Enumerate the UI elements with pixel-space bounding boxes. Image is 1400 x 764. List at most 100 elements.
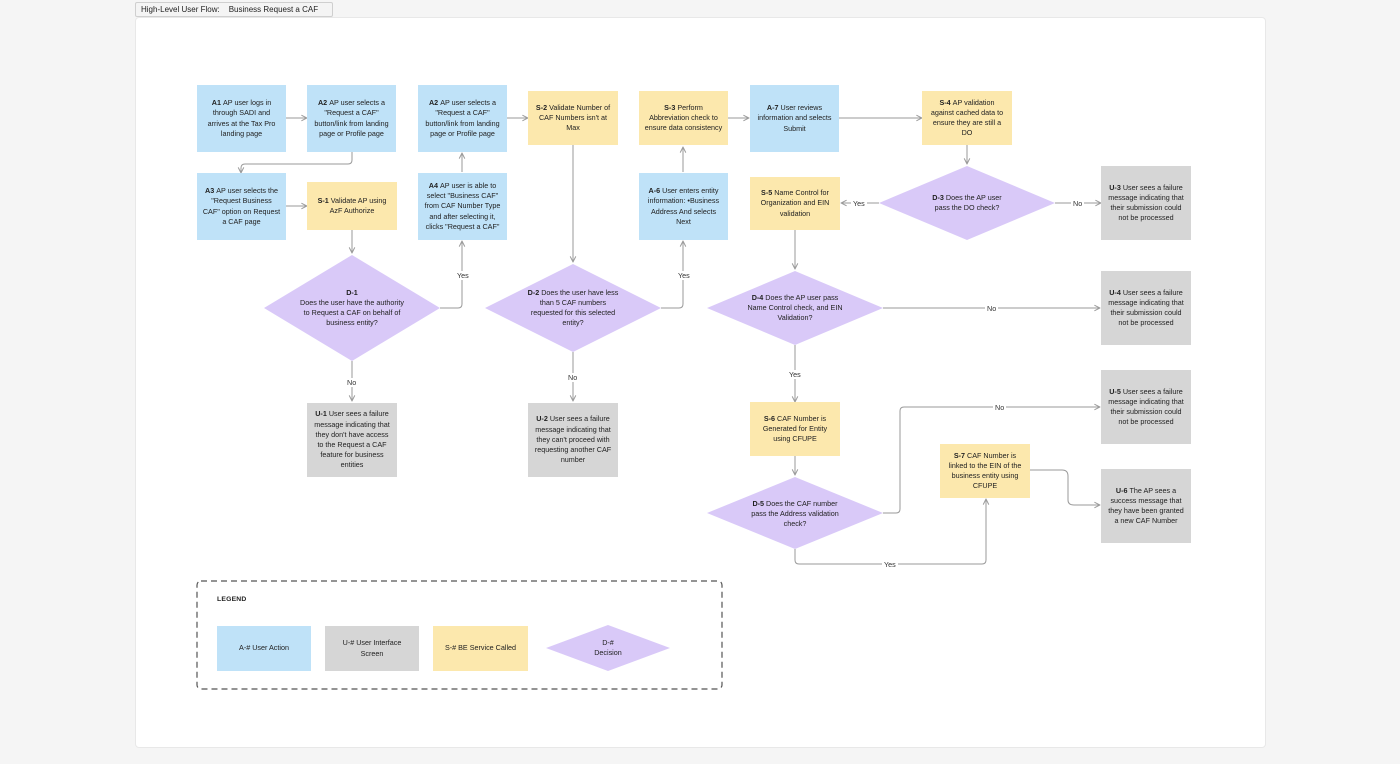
node-u5-text: User sees a failure message indicating t… bbox=[1108, 386, 1184, 427]
node-a7-id: A-7 bbox=[766, 103, 779, 113]
edge-label-d3-no: No bbox=[1071, 199, 1085, 208]
node-a3-id: A3 bbox=[205, 186, 215, 196]
node-s4-id: S-4 bbox=[939, 97, 951, 107]
decision-d1-text: Does the user have the authority to Requ… bbox=[300, 297, 404, 328]
edge-label-d2-no: No bbox=[566, 373, 580, 382]
node-s2-text: Validate Number of CAF Numbers isn't at … bbox=[538, 102, 611, 133]
decision-d5-shape bbox=[707, 477, 883, 549]
decision-d1-id: D-1 bbox=[346, 287, 358, 297]
decision-d4-id: D-4 bbox=[751, 292, 764, 302]
node-u1-id: U-1 bbox=[315, 409, 327, 419]
decision-d4[interactable]: D-4 Does the AP user pass Name Control c… bbox=[746, 290, 844, 326]
decision-d2-text: Does the user have less than 5 CAF numbe… bbox=[530, 287, 619, 328]
edge-label-d5-no: No bbox=[993, 403, 1007, 412]
node-s4-text: AP validation against cached data to ens… bbox=[930, 97, 1004, 138]
decision-d4-text: Does the AP user pass Name Control check… bbox=[747, 292, 843, 323]
node-u6-text: The AP sees a success message that they … bbox=[1108, 485, 1184, 526]
decision-d3-id: D-3 bbox=[932, 192, 944, 202]
node-s1-id: S-1 bbox=[317, 195, 329, 205]
node-u3-text: User sees a failure message indicating t… bbox=[1108, 182, 1184, 223]
node-s1-text: Validate AP using AzF Authorize bbox=[329, 195, 387, 215]
flow-title-label: High-Level User Flow: bbox=[141, 5, 220, 14]
node-s5-id: S-5 bbox=[761, 188, 773, 198]
node-a2-first-text: AP user selects a "Request a CAF" button… bbox=[314, 98, 389, 138]
node-a6-id: A-6 bbox=[648, 186, 661, 196]
legend-be-service: S-# BE Service Called bbox=[433, 626, 528, 671]
legend-decision-shape bbox=[546, 625, 670, 671]
node-a2-second-text: AP user selects a "Request a CAF" button… bbox=[425, 98, 500, 138]
decision-d5[interactable]: D-5 Does the CAF number pass the Address… bbox=[748, 496, 842, 532]
edge-label-d2-yes: Yes bbox=[676, 271, 692, 280]
decision-d5-id: D-5 bbox=[752, 498, 765, 508]
node-u3-id: U-3 bbox=[1109, 182, 1121, 192]
node-u2-id: U-2 bbox=[536, 414, 548, 424]
edge-label-d1-yes: Yes bbox=[455, 271, 471, 280]
node-s6-text: CAF Number is Generated for Entity using… bbox=[762, 413, 828, 444]
edge-label-d5-yes: Yes bbox=[882, 560, 898, 569]
node-a3-text: AP user selects the "Request Business CA… bbox=[202, 186, 281, 226]
decision-d3[interactable]: D-3 Does the AP user pass the DO check? bbox=[925, 188, 1009, 218]
node-s2-id: S-2 bbox=[535, 102, 548, 112]
node-a4-id: A4 bbox=[428, 180, 438, 190]
node-u1-text: User sees a failure message indicating t… bbox=[314, 409, 390, 470]
edge-label-d4-yes: Yes bbox=[787, 370, 803, 379]
legend-decision: D-# Decision bbox=[582, 636, 634, 660]
node-a1-text: AP user logs in through SADI and arrives… bbox=[207, 98, 276, 138]
flow-title: Business Request a CAF bbox=[228, 5, 319, 14]
node-u4-text: User sees a failure message indicating t… bbox=[1108, 287, 1184, 328]
flow-title-tab[interactable]: High-Level User Flow: Business Request a … bbox=[135, 2, 334, 17]
node-u4-id: U-4 bbox=[1109, 287, 1121, 297]
node-s5-text: Name Control for Organization and EIN va… bbox=[760, 188, 830, 218]
legend-user-action-text: A-# User Action bbox=[239, 643, 289, 653]
decision-d2[interactable]: D-2 Does the user have less than 5 CAF n… bbox=[525, 284, 621, 332]
node-u2-text: User sees a failure message indicating t… bbox=[534, 414, 612, 465]
node-a2-first-id: A2 bbox=[317, 98, 328, 108]
node-a6-text: User enters entity information: •Busines… bbox=[647, 186, 720, 226]
edge-label-d4-no: No bbox=[985, 304, 999, 313]
legend-user-action: A-# User Action bbox=[217, 626, 311, 671]
node-a1-id: A1 bbox=[211, 98, 221, 108]
legend-be-service-text: S-# BE Service Called bbox=[444, 643, 517, 653]
decision-d1-shape bbox=[264, 255, 440, 361]
node-a4-text: AP user is able to select "Business CAF"… bbox=[424, 180, 501, 231]
legend-decision-text: D-# Decision bbox=[594, 637, 622, 657]
decision-d2-id: D-2 bbox=[527, 287, 540, 297]
decision-d3-shape bbox=[879, 166, 1055, 240]
node-s7-id: S-7 bbox=[953, 450, 966, 460]
node-s3-text: Perform Abbreviation check to ensure dat… bbox=[644, 102, 723, 133]
node-u5-id: U-5 bbox=[1109, 386, 1121, 396]
node-a7-text: User reviews information and selects Sub… bbox=[757, 103, 832, 133]
node-u6-id: U-6 bbox=[1115, 485, 1128, 495]
edge-label-d1-no: No bbox=[345, 378, 359, 387]
node-s7-text: CAF Number is linked to the EIN of the b… bbox=[948, 450, 1022, 491]
edge-label-d3-yes: Yes bbox=[851, 199, 867, 208]
node-s6-id: S-6 bbox=[763, 413, 776, 423]
legend-ui-screen: U-# User Interface Screen bbox=[325, 626, 419, 671]
decision-d4-shape bbox=[707, 271, 883, 345]
node-s3-id: S-3 bbox=[664, 102, 676, 112]
legend-border bbox=[196, 580, 723, 690]
decision-d3-text: Does the AP user pass the DO check? bbox=[934, 192, 1002, 212]
